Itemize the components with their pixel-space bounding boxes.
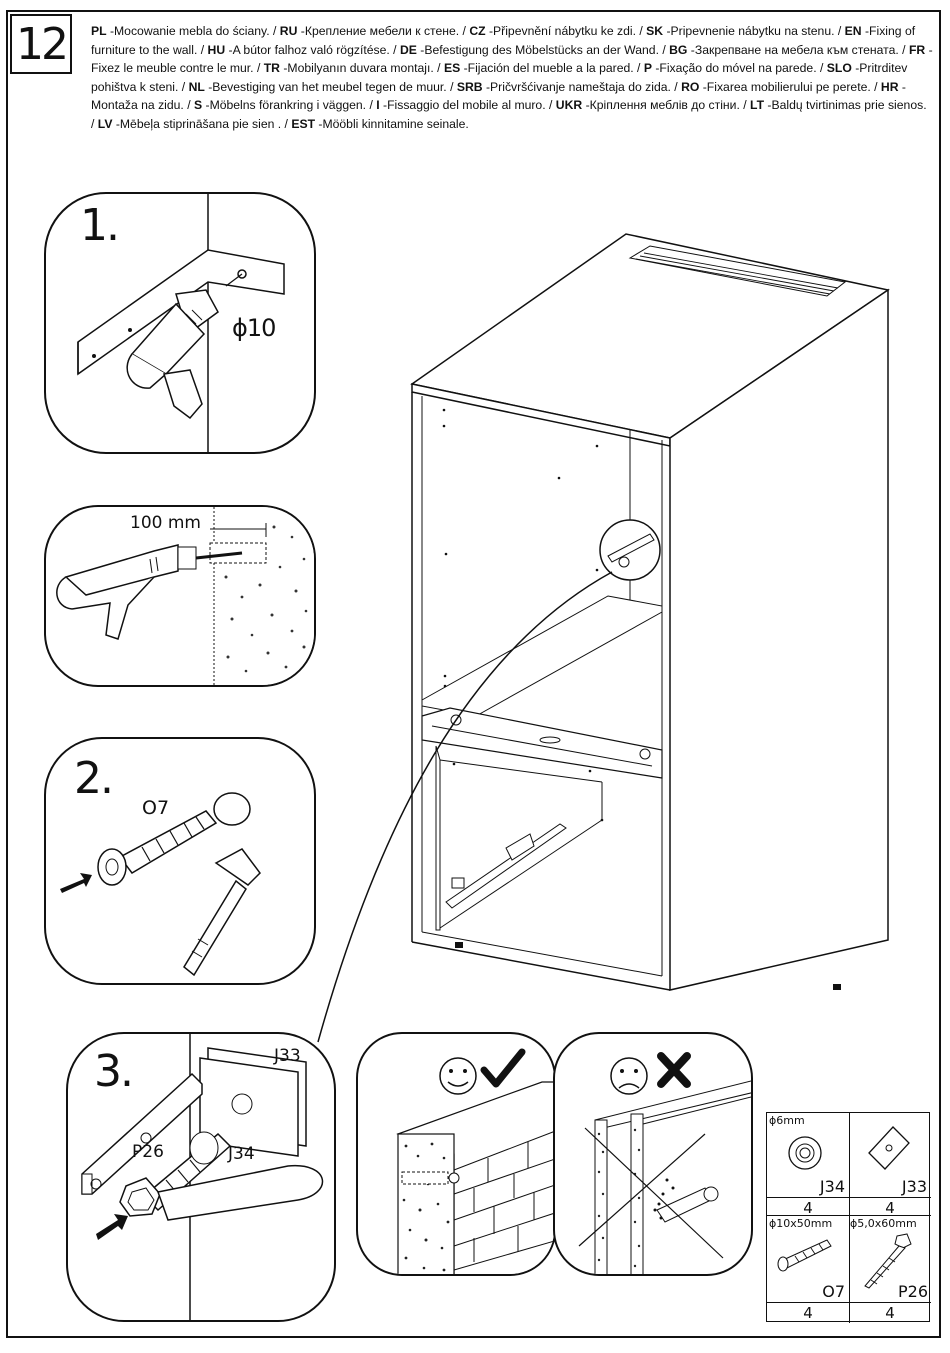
lang-instruction: -Fijación del mueble a la pared. / xyxy=(463,61,641,76)
lang-instruction: -Fixing of furniture to the wall. / xyxy=(91,24,916,57)
lang-code: UKR xyxy=(555,98,583,113)
check-icon xyxy=(480,1048,526,1088)
part-cell-wall-plug: ɸ10x50mm O7 xyxy=(767,1216,849,1302)
wall-plug-icon xyxy=(777,1239,832,1272)
part-cell-washer: ɸ6mm J34 xyxy=(767,1113,849,1197)
lang-instruction: -Mööbli kinnitamine seinale. xyxy=(318,116,469,131)
lang-instruction: -Mēbeļa stiprināšana pie sien . / xyxy=(115,116,288,131)
panel-correct-wall xyxy=(356,1032,556,1276)
lang-code: HR xyxy=(880,79,899,94)
lang-instruction: -Mobilyanın duvara montajı. / xyxy=(283,61,441,76)
wall-plug-illustration xyxy=(60,792,261,977)
lang-code: RO xyxy=(681,79,700,94)
drill-size-label: ɸ10 xyxy=(232,314,276,342)
lang-instruction: -Mocowanie mebla do ściany. / xyxy=(109,24,277,38)
screw-code: P26 xyxy=(132,1142,164,1162)
washer-icon xyxy=(788,1136,822,1170)
screw-icon xyxy=(864,1233,912,1289)
lang-instruction: -Befestigung des Möbelstücks an der Wand… xyxy=(420,42,666,57)
step-label-2: 2. xyxy=(74,753,114,804)
page-frame xyxy=(6,10,941,1338)
drill-depth-label: 100 mm xyxy=(130,513,201,533)
lang-instruction: -Baldų tvirtinimas prie sienos. / xyxy=(91,98,927,131)
fix-bracket-illustration xyxy=(81,1034,324,1320)
parts-table: ɸ6mm J34 J33 4 4 ɸ10x50mm O7 ɸ5,0x60mm xyxy=(766,1112,931,1323)
part-cell-bracket: J33 xyxy=(849,1113,931,1197)
lang-code: BG xyxy=(669,42,688,57)
hollow-wall-illustration xyxy=(578,1052,751,1274)
solid-wall-illustration xyxy=(396,1048,554,1274)
lang-instruction: -Fixação do móvel na parede. / xyxy=(655,61,824,76)
panel-wall-plug: 2. O7 xyxy=(44,737,316,985)
sad-face-icon xyxy=(610,1057,648,1095)
part-size: ɸ6mm xyxy=(769,1114,805,1127)
depth-illustration xyxy=(56,507,314,685)
lang-instruction: -A bútor falhoz való rögzítése. / xyxy=(228,42,397,57)
lang-instruction: -Fixez le meuble contre le mur. / xyxy=(91,42,933,76)
part-code: J34 xyxy=(819,1177,845,1196)
lang-code: ES xyxy=(443,61,461,76)
lang-code: DE xyxy=(399,42,417,57)
panel-drill-depth: 100 mm xyxy=(44,505,316,687)
drill-illustration xyxy=(77,194,285,452)
lang-code: EN xyxy=(844,24,862,38)
lang-code: LT xyxy=(750,98,765,113)
bracket-icon xyxy=(868,1126,910,1170)
lang-code: P xyxy=(643,61,652,76)
lang-code: FR xyxy=(908,42,926,57)
lang-code: SLO xyxy=(826,61,852,76)
lang-code: EST xyxy=(291,116,316,131)
lang-code: PL xyxy=(91,24,107,38)
bracket-code: J33 xyxy=(274,1046,301,1066)
panel-drill-bracket: 1. ɸ10 xyxy=(44,192,316,454)
part-size: ɸ10x50mm xyxy=(769,1217,833,1230)
lang-instruction: -Закрепване на мебела към стената. / xyxy=(690,42,906,57)
lang-code: CZ xyxy=(469,24,486,38)
lang-code: TR xyxy=(263,61,280,76)
lang-code: SK xyxy=(646,24,664,38)
part-code: P26 xyxy=(897,1282,928,1301)
smile-icon xyxy=(439,1057,477,1095)
step-number: 12 xyxy=(10,14,72,74)
part-size: ɸ5,0x60mm xyxy=(850,1217,917,1230)
step-label-3: 3. xyxy=(94,1046,134,1097)
lang-code: NL xyxy=(188,79,205,94)
lang-instruction: -Pričvršćivanje nameštaja do zida. / xyxy=(485,79,678,94)
part-qty: 4 xyxy=(803,1304,813,1322)
lang-instruction: -Pritrditev pohištva k steni. / xyxy=(91,61,908,94)
part-code: O7 xyxy=(822,1282,845,1301)
lang-instruction: -Möbelns förankring i väggen. / xyxy=(205,98,373,113)
lang-instruction: -Fixarea mobilierului pe perete. / xyxy=(702,79,878,94)
lang-instruction: -Montaža na zidu. / xyxy=(91,79,906,113)
lang-code: RU xyxy=(279,24,298,38)
lang-instruction: -Крепление мебели к стене. / xyxy=(300,24,466,38)
part-qty: 4 xyxy=(885,1304,895,1322)
lang-instruction: -Pripevnenie nábytku na stenu. / xyxy=(666,24,842,38)
washer-code: J34 xyxy=(228,1144,255,1164)
part-cell-screw: ɸ5,0x60mm P26 xyxy=(849,1216,931,1302)
lang-code: LV xyxy=(97,116,113,131)
part-qty: 4 xyxy=(803,1199,813,1217)
lang-code: S xyxy=(193,98,203,113)
lang-instruction: -Fissaggio del mobile al muro. / xyxy=(383,98,553,113)
lang-instruction: -Кріплення меблів до стіни. / xyxy=(585,98,747,113)
wall-plug-code: O7 xyxy=(142,797,170,819)
multilingual-instructions: PL -Mocowanie mebla do ściany. / RU -Кре… xyxy=(91,22,933,134)
part-qty: 4 xyxy=(885,1199,895,1217)
lang-instruction: -Připevnění nábytku ke zdi. / xyxy=(488,24,643,38)
lang-instruction: -Bevestiging van het meubel tegen de muu… xyxy=(208,79,454,94)
panel-fix-bracket: 3. J33 P26 J34 xyxy=(66,1032,336,1322)
panel-wrong-wall xyxy=(553,1032,753,1276)
step-label-1: 1. xyxy=(80,200,120,251)
lang-code: SRB xyxy=(456,79,483,94)
lang-code: I xyxy=(376,98,380,113)
cross-icon xyxy=(657,1052,691,1088)
lang-code: HU xyxy=(207,42,226,57)
part-code: J33 xyxy=(901,1177,927,1196)
